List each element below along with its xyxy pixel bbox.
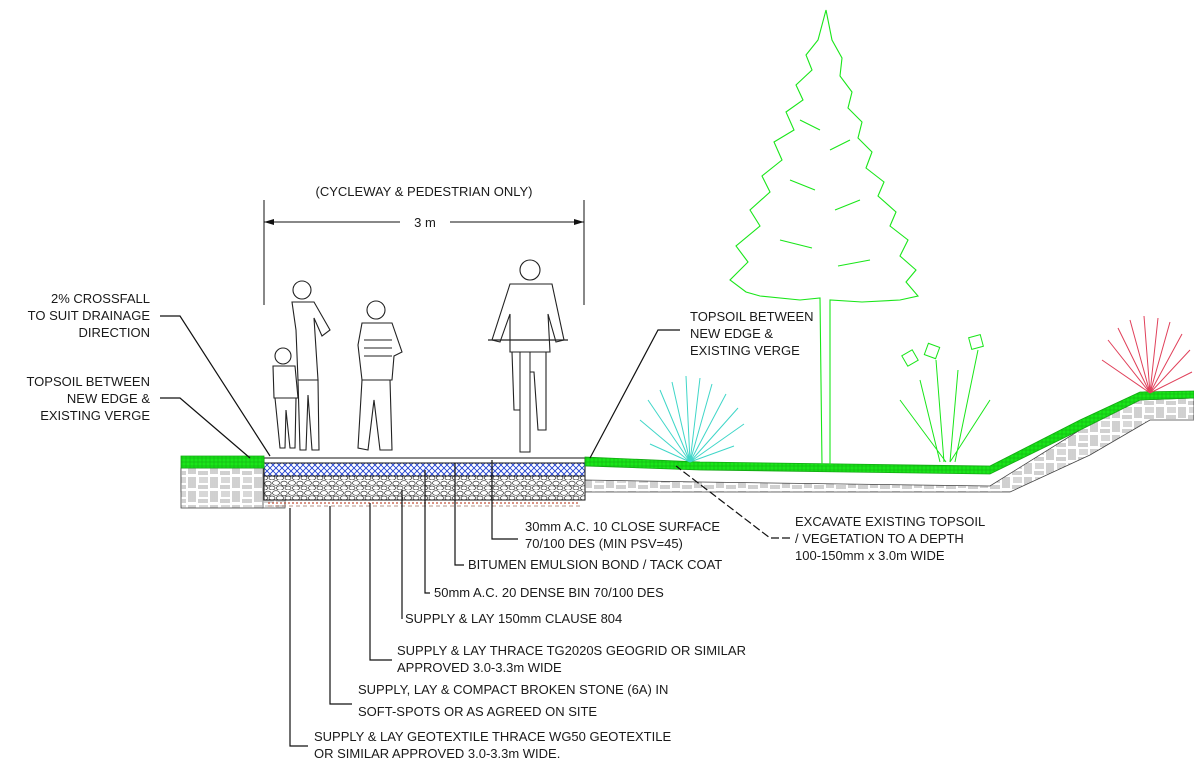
svg-text:/ VEGETATION TO A DEPTH: / VEGETATION TO A DEPTH xyxy=(795,531,964,546)
usage-label: (CYCLEWAY & PEDESTRIAN ONLY) xyxy=(316,184,533,199)
svg-text:SOFT-SPOTS OR AS AGREED ON SIT: SOFT-SPOTS OR AS AGREED ON SITE xyxy=(358,704,597,719)
svg-text:2% CROSSFALL: 2% CROSSFALL xyxy=(51,291,150,306)
dimension-arrow-right xyxy=(574,219,584,225)
svg-text:50mm A.C. 20 DENSE BIN 70/100: 50mm A.C. 20 DENSE BIN 70/100 DES xyxy=(434,585,664,600)
dimension-text: 3 m xyxy=(414,215,436,230)
svg-text:TOPSOIL BETWEEN: TOPSOIL BETWEEN xyxy=(26,374,150,389)
dimension-arrow-left xyxy=(264,219,274,225)
svg-text:APPROVED 3.0-3.3m WIDE: APPROVED 3.0-3.3m WIDE xyxy=(397,660,562,675)
cyclist-figure xyxy=(488,259,568,453)
layer-note-broken-stone: SUPPLY, LAY & COMPACT BROKEN STONE (6A) … xyxy=(329,506,668,719)
spiky-red-plant xyxy=(1101,315,1193,394)
svg-text:BITUMEN EMULSION BOND / TACK C: BITUMEN EMULSION BOND / TACK COAT xyxy=(468,557,722,572)
excavate-note: EXCAVATE EXISTING TOPSOIL / VEGETATION T… xyxy=(675,465,985,563)
svg-text:100-150mm x 3.0m WIDE: 100-150mm x 3.0m WIDE xyxy=(795,548,945,563)
surface-course-layer xyxy=(263,457,586,464)
svg-text:70/100 DES (MIN PSV=45): 70/100 DES (MIN PSV=45) xyxy=(525,536,683,551)
right-topsoil-note: TOPSOIL BETWEEN NEW EDGE & EXISTING VERG… xyxy=(589,309,814,459)
svg-text:NEW EDGE &: NEW EDGE & xyxy=(690,326,773,341)
svg-text:SUPPLY & LAY THRACE TG2020S GE: SUPPLY & LAY THRACE TG2020S GEOGRID OR S… xyxy=(397,643,746,658)
svg-text:NEW EDGE &: NEW EDGE & xyxy=(67,391,150,406)
layer-note-binder: 50mm A.C. 20 DENSE BIN 70/100 DES xyxy=(424,470,664,600)
layer-note-tack-coat: BITUMEN EMULSION BOND / TACK COAT xyxy=(454,463,722,572)
left-grass-verge xyxy=(180,455,265,469)
svg-text:TO SUIT DRAINAGE: TO SUIT DRAINAGE xyxy=(28,308,151,323)
right-grass-verge xyxy=(584,390,1194,475)
adult-with-child-figure xyxy=(272,280,331,451)
woman-walking-figure xyxy=(357,300,403,451)
iris-plant xyxy=(899,334,991,463)
svg-text:EXISTING VERGE: EXISTING VERGE xyxy=(40,408,150,423)
left-topsoil-note: TOPSOIL BETWEEN NEW EDGE & EXISTING VERG… xyxy=(26,374,251,459)
grass-clump-plant xyxy=(639,375,745,463)
left-verge-earth xyxy=(180,467,264,509)
svg-text:OR SIMILAR APPROVED 3.0-3.3m W: OR SIMILAR APPROVED 3.0-3.3m WIDE. xyxy=(314,746,560,761)
svg-text:30mm A.C. 10 CLOSE SURFACE: 30mm A.C. 10 CLOSE SURFACE xyxy=(525,519,720,534)
svg-text:SUPPLY & LAY GEOTEXTILE THRACE: SUPPLY & LAY GEOTEXTILE THRACE WG50 GEOT… xyxy=(314,729,671,744)
conifer-tree xyxy=(729,9,920,466)
svg-text:TOPSOIL BETWEEN: TOPSOIL BETWEEN xyxy=(690,309,814,324)
svg-text:SUPPLY, LAY & COMPACT BROKEN S: SUPPLY, LAY & COMPACT BROKEN STONE (6A) … xyxy=(358,682,668,697)
layer-note-geotextile: SUPPLY & LAY GEOTEXTILE THRACE WG50 GEOT… xyxy=(289,508,671,761)
layer-note-clause-804: SUPPLY & LAY 150mm CLAUSE 804 xyxy=(401,490,622,626)
svg-text:SUPPLY & LAY 150mm CLAUSE 804: SUPPLY & LAY 150mm CLAUSE 804 xyxy=(405,611,622,626)
layer-note-geogrid: SUPPLY & LAY THRACE TG2020S GEOGRID OR S… xyxy=(369,503,746,675)
svg-text:DIRECTION: DIRECTION xyxy=(79,325,151,340)
layer-note-surface: 30mm A.C. 10 CLOSE SURFACE 70/100 DES (M… xyxy=(491,460,720,551)
svg-text:EXISTING VERGE: EXISTING VERGE xyxy=(690,343,800,358)
svg-text:EXCAVATE EXISTING TOPSOIL: EXCAVATE EXISTING TOPSOIL xyxy=(795,514,985,529)
crossfall-note: 2% CROSSFALL TO SUIT DRAINAGE DIRECTION xyxy=(28,291,271,457)
